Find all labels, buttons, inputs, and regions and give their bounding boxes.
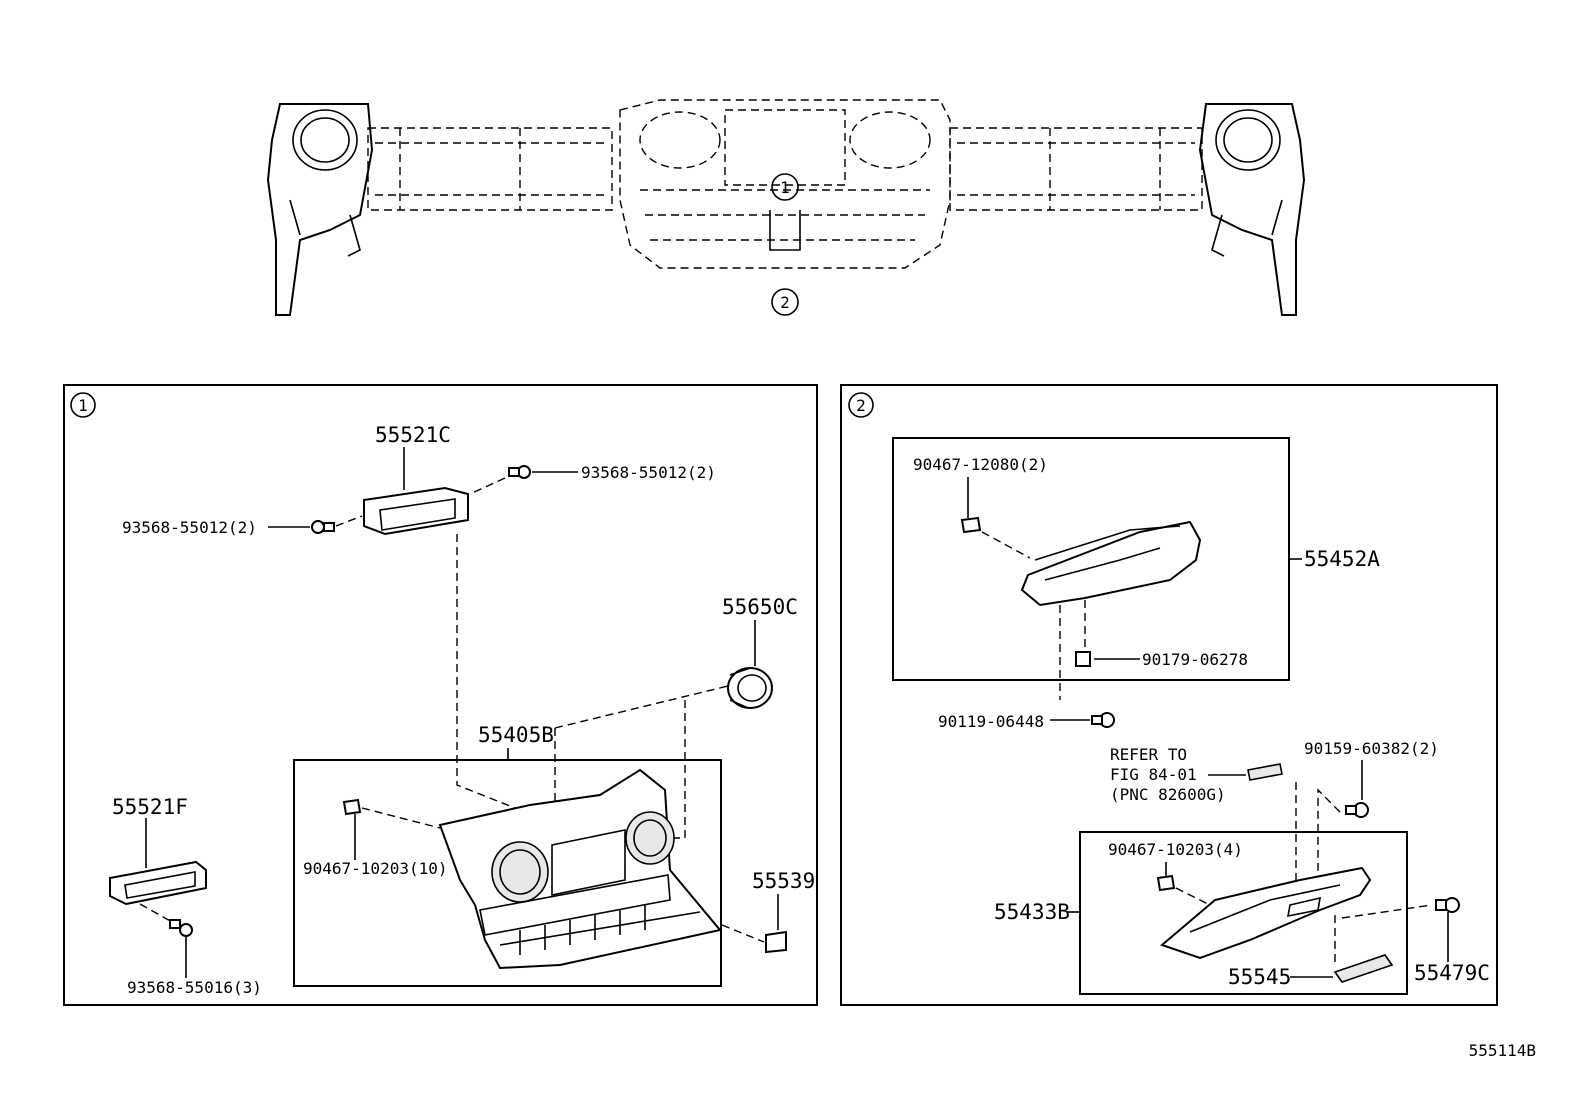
callout-1-top: 1	[780, 178, 790, 197]
clip-90467-12080	[960, 516, 982, 534]
label-55405B: 55405B	[478, 723, 554, 747]
bolt-90119-06448	[1091, 712, 1115, 728]
panel-1-frame	[63, 384, 818, 1006]
nut-90179-06278	[1075, 651, 1091, 667]
part-55433B-glovebox	[1160, 866, 1372, 960]
part-55479C	[1435, 897, 1460, 913]
clip-90467-10203-4	[1156, 874, 1176, 892]
part-55650C-vent	[727, 667, 773, 709]
label-90467-10203-4: 90467-10203(4)	[1108, 840, 1243, 859]
label-90467-12080: 90467-12080(2)	[913, 455, 1048, 474]
screw-93568-55016	[169, 919, 193, 937]
label-55479C: 55479C	[1414, 961, 1490, 985]
label-55521C: 55521C	[375, 423, 451, 447]
label-90467-10203-10: 90467-10203(10)	[303, 859, 448, 878]
refer-line-2: FIG 84-01	[1110, 765, 1197, 784]
refer-line-1: REFER TO	[1110, 745, 1187, 764]
panel-2-frame	[840, 384, 1498, 1006]
ref-part-82600G	[1247, 763, 1283, 781]
part-55521F	[109, 860, 207, 906]
screw-right-55521C	[508, 465, 531, 479]
clip-90467-10203	[342, 798, 362, 816]
refer-line-3: (PNC 82600G)	[1110, 785, 1226, 804]
panel-1: 1 55521C 93568-55012(2) 93568-55012(2) 5…	[63, 384, 818, 1006]
part-55452A-panel	[1020, 520, 1202, 607]
label-93568-55012-left: 93568-55012(2)	[122, 518, 257, 537]
part-55405B-center-cluster	[438, 768, 722, 970]
label-90179-06278: 90179-06278	[1142, 650, 1248, 669]
callout-2-top: 2	[780, 293, 790, 312]
panel-1-callout: 1	[78, 396, 88, 415]
dashboard-frame-assembly: 1 2	[266, 99, 1306, 316]
label-55539: 55539	[752, 869, 815, 893]
label-55545: 55545	[1228, 965, 1291, 989]
label-55650C: 55650C	[722, 595, 798, 619]
diagram-id: 555114B	[1469, 1041, 1536, 1060]
panel-2: 2 55452A 90467-12080(2) 90179-06278 9011…	[840, 384, 1498, 1006]
screw-90159-60382	[1345, 802, 1369, 818]
label-93568-55012-right: 93568-55012(2)	[581, 463, 716, 482]
label-90119-06448: 90119-06448	[938, 712, 1044, 731]
subbox-55433B	[1079, 831, 1408, 995]
label-55521F: 55521F	[112, 795, 188, 819]
label-93568-55016: 93568-55016(3)	[127, 978, 262, 997]
label-55433B: 55433B	[994, 900, 1070, 924]
label-90159-60382: 90159-60382(2)	[1304, 739, 1439, 758]
screw-left-55521C	[311, 520, 335, 534]
part-55545	[1333, 954, 1394, 983]
panel-2-callout: 2	[856, 396, 866, 415]
label-55452A: 55452A	[1304, 547, 1380, 571]
part-55539	[765, 930, 787, 954]
